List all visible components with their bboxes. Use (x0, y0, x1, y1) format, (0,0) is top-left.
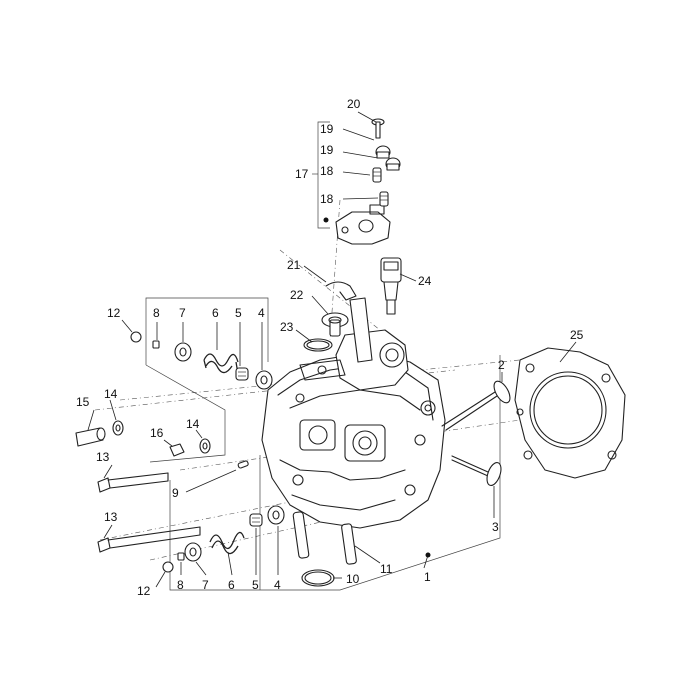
callout-25: 25 (570, 328, 584, 342)
thermostat (321, 312, 349, 337)
bleed-screw-upper (372, 167, 382, 183)
callout-7-b: 7 (202, 578, 209, 592)
valve-spring-lower (209, 531, 245, 555)
callout-8-b: 8 (177, 578, 184, 592)
cap-upper (375, 145, 391, 159)
callout-12-b: 12 (137, 584, 151, 598)
nut (169, 443, 185, 457)
valve-seal-upper (235, 367, 249, 381)
valve-keeper-upper (152, 340, 160, 349)
callout-14-a: 14 (104, 387, 118, 401)
valve-spring-upper (203, 353, 239, 375)
callout-10: 10 (346, 572, 360, 586)
bleed-screw-lower (379, 191, 389, 207)
retaining-clip (325, 281, 357, 301)
marker-dot-lower (425, 552, 431, 558)
head-gasket (514, 347, 626, 479)
callout-6-b: 6 (228, 578, 235, 592)
bracket-sensor-group (312, 121, 330, 229)
shim-lower (162, 561, 174, 573)
callout-24: 24 (418, 274, 432, 288)
callout-8-a: 8 (153, 306, 160, 320)
callout-6-a: 6 (212, 306, 219, 320)
callout-labels: 20 19 19 18 17 18 21 22 23 24 25 2 3 1 1… (76, 97, 584, 598)
callout-13-b: 13 (104, 510, 118, 524)
valve-guide-right (341, 523, 357, 565)
intake-valve (441, 380, 511, 431)
shim-upper (130, 331, 142, 343)
spring-seat-upper (255, 370, 273, 390)
callout-4-a: 4 (258, 306, 265, 320)
callout-19-b: 19 (320, 143, 334, 157)
callout-22: 22 (290, 288, 304, 302)
callout-17: 17 (295, 167, 309, 181)
leader-lines (87, 111, 577, 588)
spring-retainer-upper (174, 342, 192, 362)
callout-11: 11 (380, 562, 393, 576)
callout-18-b: 18 (320, 192, 334, 206)
callout-15: 15 (76, 395, 90, 409)
valve-guide-left (292, 511, 310, 559)
callout-9: 9 (172, 486, 179, 500)
head-bolt-upper (97, 472, 169, 493)
bleed-cover-housing (335, 204, 391, 245)
dowel-pin (237, 460, 249, 469)
cap-lower (385, 157, 401, 171)
exhaust-valve (451, 455, 502, 487)
valve-keeper-lower (177, 552, 185, 561)
callout-2: 2 (498, 358, 505, 372)
temperature-sensor (380, 257, 402, 315)
callout-4-b: 4 (274, 578, 281, 592)
screw-top (371, 118, 385, 139)
thermostat-gasket (303, 338, 333, 352)
valve-seal-lower (249, 513, 263, 527)
head-bolt-lower (97, 526, 201, 553)
washer-right (199, 438, 211, 454)
callout-23: 23 (280, 320, 294, 334)
callout-14-b: 14 (186, 417, 200, 431)
bracket-upper-valve-group (145, 297, 269, 463)
callout-21: 21 (287, 258, 301, 272)
callout-13-a: 13 (96, 450, 110, 464)
callout-18-a: 18 (320, 164, 334, 178)
spacer-sleeve (75, 427, 106, 447)
callout-16: 16 (150, 426, 164, 440)
o-ring (301, 569, 335, 587)
washer-left (112, 420, 124, 436)
callout-12-a: 12 (107, 306, 121, 320)
cylinder-head (261, 297, 446, 529)
callout-7-a: 7 (179, 306, 186, 320)
marker-dot-upper (323, 217, 329, 223)
callout-1: 1 (424, 570, 431, 584)
spring-seat-lower (267, 505, 285, 525)
callout-20: 20 (347, 97, 361, 111)
callout-3: 3 (492, 520, 499, 534)
spring-retainer-lower (184, 542, 202, 562)
callout-5-a: 5 (235, 306, 242, 320)
callout-5-b: 5 (252, 578, 259, 592)
callout-19-a: 19 (320, 122, 334, 136)
